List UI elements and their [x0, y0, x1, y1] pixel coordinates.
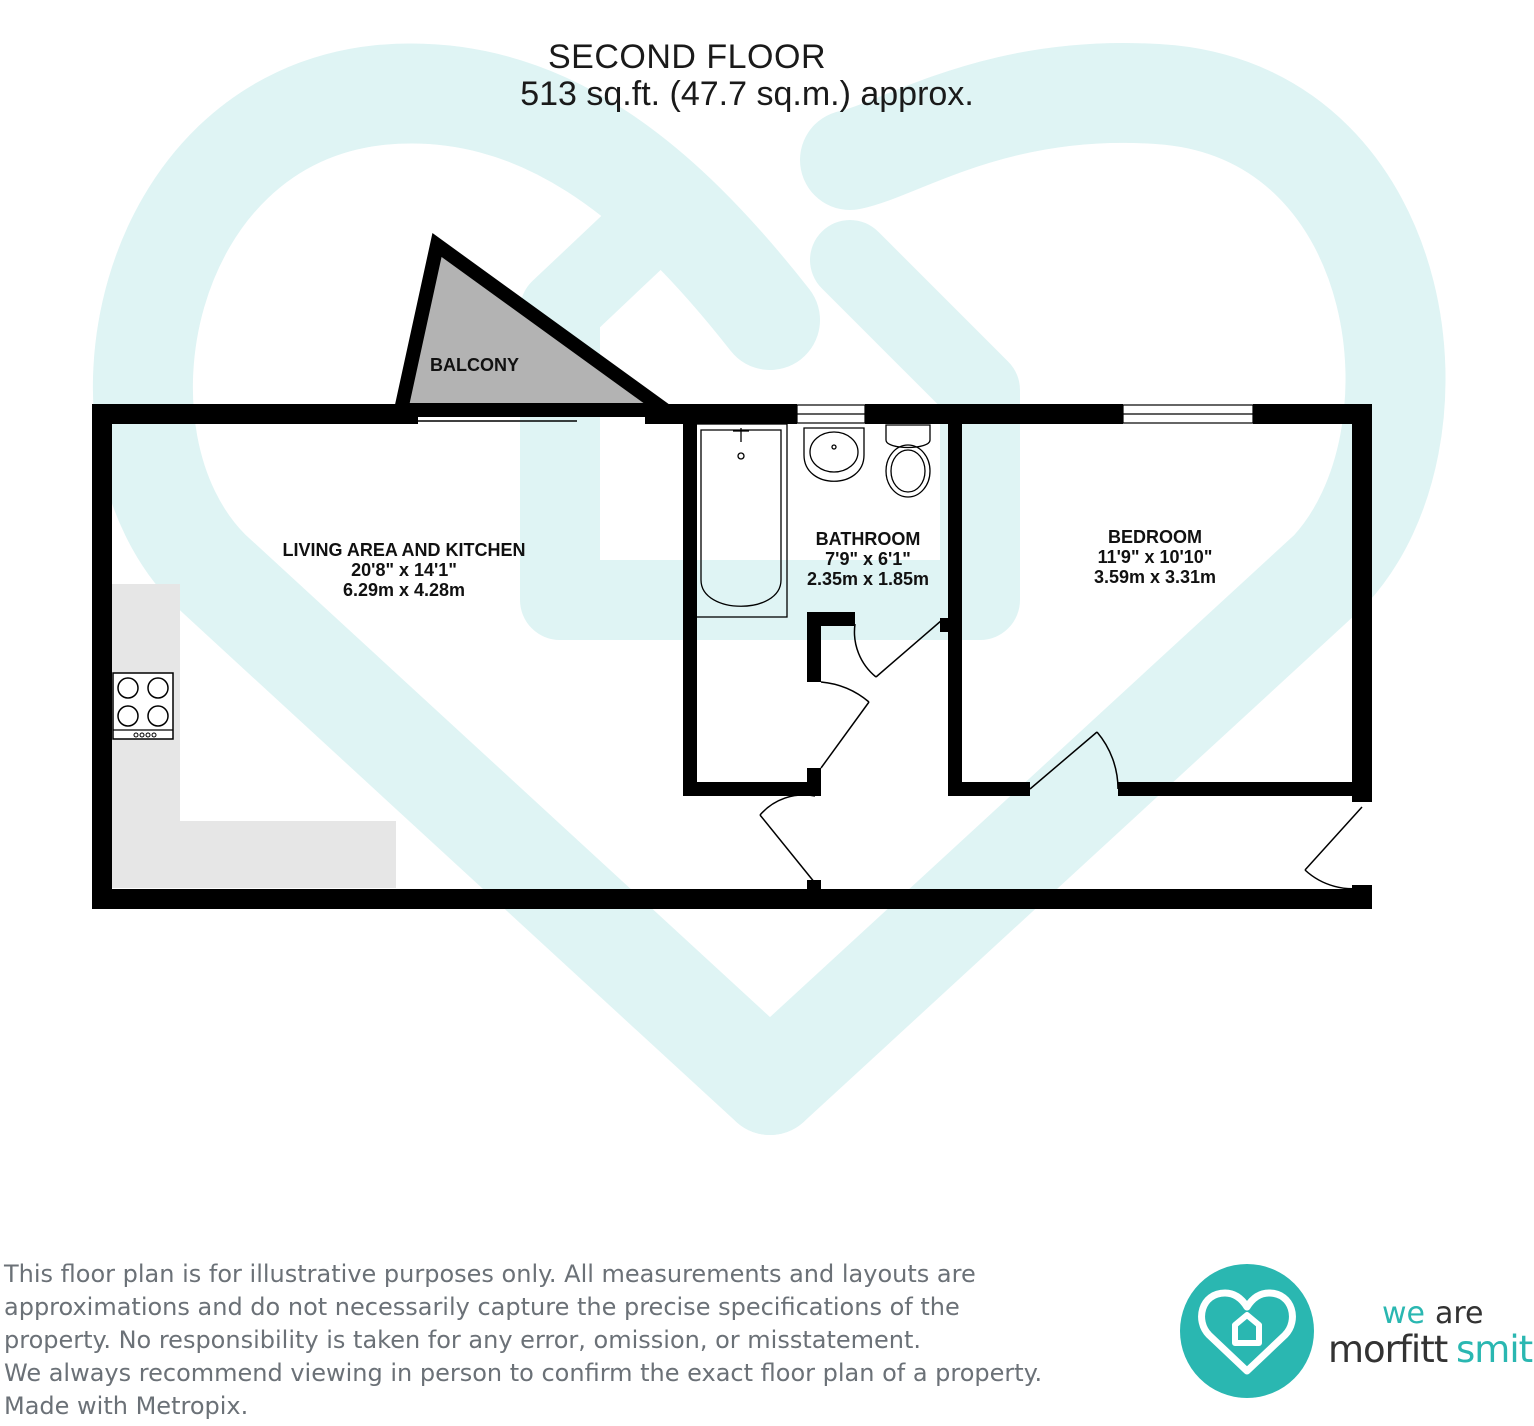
- toilet-icon: [885, 424, 931, 498]
- disclaimer-line: We always recommend viewing in person to…: [4, 1359, 1043, 1387]
- room-name: BEDROOM: [1108, 527, 1202, 547]
- bath-icon: [694, 423, 788, 618]
- heart-house-icon: [1180, 1264, 1314, 1398]
- floor-area: 513 sq.ft. (47.7 sq.m.) approx.: [520, 75, 974, 113]
- balcony-area: [392, 233, 687, 417]
- room-imperial: 20'8" x 14'1": [351, 560, 457, 580]
- room-metric: 3.59m x 3.31m: [1093, 567, 1217, 587]
- walls: [92, 404, 1372, 909]
- room-label-bathroom: BATHROOM 7'9" x 6'1" 2.35m x 1.85m: [778, 529, 958, 589]
- room-label-living: LIVING AREA AND KITCHEN 20'8" x 14'1" 6.…: [254, 540, 554, 600]
- basin-icon: [803, 427, 865, 482]
- brand-are: are: [1435, 1296, 1484, 1331]
- brand-name-morfitt: morfitt: [1328, 1328, 1448, 1371]
- disclaimer-line: Made with Metropix.: [4, 1392, 249, 1420]
- disclaimer: This floor plan is for illustrative purp…: [4, 1258, 1044, 1423]
- sliding-door: [418, 406, 645, 422]
- disclaimer-line: This floor plan is for illustrative purp…: [4, 1260, 976, 1288]
- disclaimer-line: approximations and do not necessarily ca…: [4, 1293, 960, 1321]
- disclaimer-line: property. No responsibility is taken for…: [4, 1326, 922, 1354]
- room-metric: 6.29m x 4.28m: [342, 580, 466, 600]
- doors: [759, 619, 1369, 890]
- floor-title: SECOND FLOOR: [547, 38, 827, 76]
- windows: [796, 404, 1254, 424]
- room-name: BALCONY: [430, 355, 519, 375]
- brand-name-smith: smith: [1456, 1328, 1534, 1371]
- room-name: LIVING AREA AND KITCHEN: [282, 540, 526, 560]
- hob-icon: [112, 672, 174, 740]
- room-metric: 2.35m x 1.85m: [806, 569, 930, 589]
- room-imperial: 7'9" x 6'1": [825, 549, 911, 569]
- room-label-balcony: BALCONY: [430, 355, 519, 375]
- room-label-bedroom: BEDROOM 11'9" x 10'10" 3.59m x 3.31m: [1065, 527, 1245, 587]
- brand-we: we: [1382, 1296, 1425, 1331]
- room-imperial: 11'9" x 10'10": [1097, 547, 1213, 567]
- watermark-heart-icon: [92, 42, 1446, 1135]
- room-name: BATHROOM: [815, 529, 921, 549]
